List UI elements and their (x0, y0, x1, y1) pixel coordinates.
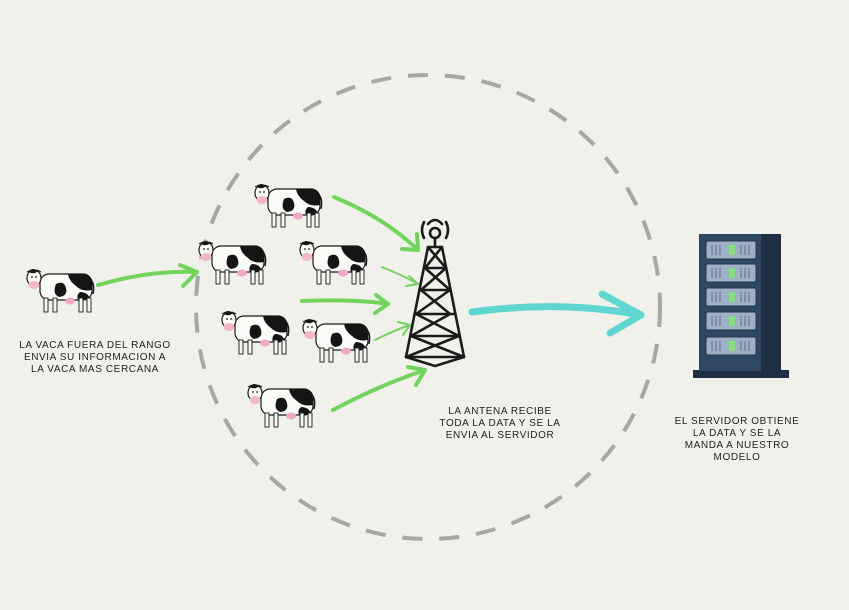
caption-line: LA ANTENA RECIBE (448, 406, 552, 417)
cow-icon (299, 240, 368, 285)
cow-icon (302, 318, 371, 363)
caption-line: ENVIA AL SERVIDOR (445, 430, 555, 441)
caption-line: TODA LA DATA Y SE LA (439, 418, 561, 429)
cow-to-antenna-arrow (331, 365, 427, 412)
antenna-to-server-arrow (468, 290, 645, 337)
server-rack-icon (693, 234, 789, 378)
server-caption: EL SERVIDOR OBTIENE LA DATA Y SE LA MAND… (672, 416, 802, 464)
cow-icon (247, 383, 316, 428)
caption-line: ENVIA SU INFORMACION A (23, 352, 167, 363)
cow-icon (198, 240, 267, 285)
antenna-caption: LA ANTENA RECIBE TODA LA DATA Y SE LA EN… (420, 406, 580, 442)
outlier-cow-caption: LA VACA FUERA DEL RANGO ENVIA SU INFORMA… (8, 340, 182, 376)
cow-icon (221, 310, 290, 355)
caption-line: EL SERVIDOR OBTIENE (674, 416, 800, 427)
caption-line: LA VACA MAS CERCANA (31, 364, 159, 375)
antenna-range-circle (194, 73, 662, 541)
caption-line: MANDA A NUESTRO (684, 440, 790, 451)
cow-to-antenna-arrow (381, 266, 419, 287)
cow-to-antenna-arrow (374, 321, 411, 341)
cow-to-antenna-arrow (300, 293, 390, 315)
cow-icon (254, 183, 323, 228)
caption-line: LA DATA Y SE LA (692, 428, 782, 439)
antenna-tower-icon (404, 218, 466, 368)
relay-arrow (96, 263, 199, 288)
caption-line: MODELO (713, 452, 761, 463)
caption-line: LA VACA FUERA DEL RANGO (19, 340, 171, 351)
cow-to-antenna-arrow (332, 195, 420, 252)
cow-icon (26, 268, 95, 313)
